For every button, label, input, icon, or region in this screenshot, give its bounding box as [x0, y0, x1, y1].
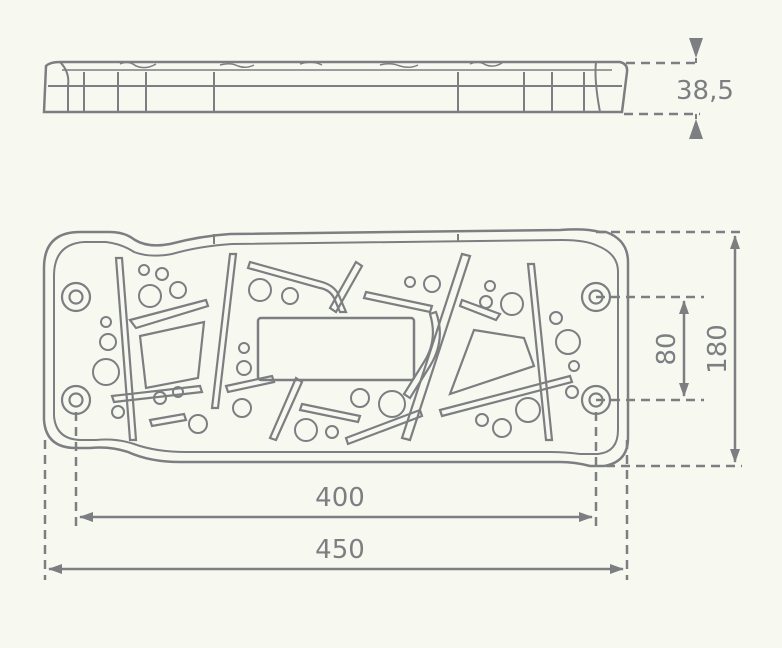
height-dimension: 38,5: [624, 38, 734, 139]
outer-width-label: 180: [703, 324, 733, 374]
base-outline: [42, 228, 630, 468]
inner-length-label: 400: [315, 483, 365, 513]
dimension-lines: [43, 230, 742, 580]
bosses: [92, 264, 581, 442]
top-view: [42, 228, 630, 468]
label-recess: [256, 316, 416, 382]
height-label: 38,5: [676, 76, 734, 106]
side-view: [42, 60, 629, 114]
inner-width-label: 80: [652, 332, 682, 365]
outer-length-label: 450: [315, 535, 365, 565]
ribs: [110, 252, 574, 446]
